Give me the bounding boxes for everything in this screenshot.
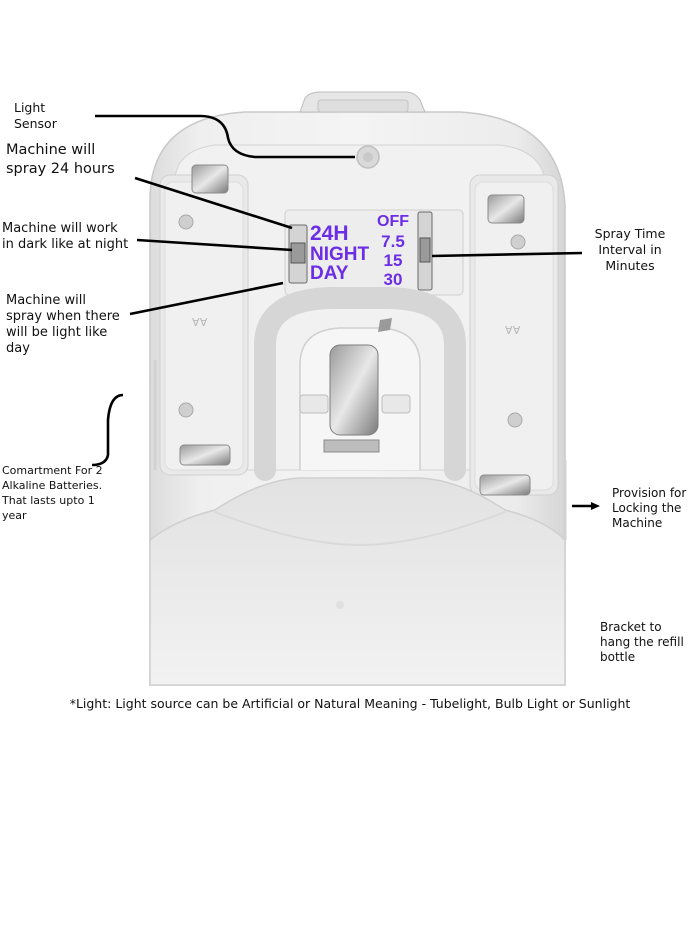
line-light-sensor (95, 114, 355, 159)
interval-off-label: OFF (377, 213, 409, 230)
callout-work-dark: Machine will work in dark like at night (2, 221, 129, 252)
footnote: *Light: Light source can be Artificial o… (69, 696, 631, 711)
interval-7-5-label: 7.5 (381, 232, 405, 251)
battery-mark-right: AA (505, 323, 521, 336)
callout-spray-24h: Machine will spray 24 hours (6, 142, 115, 177)
arrow-locking (591, 502, 600, 510)
line-spray-light (129, 281, 284, 316)
callout-locking: Provision for Locking the Machine (612, 486, 687, 530)
interval-30-label: 30 (383, 270, 403, 289)
line-battery (91, 393, 124, 467)
mode-24h-label: 24H (310, 222, 349, 245)
callout-light-sensor: Light Sensor (14, 100, 57, 131)
mode-day-label: DAY (310, 263, 349, 284)
line-spray-24h (134, 176, 293, 230)
callout-bracket: Bracket to hang the refill bottle (600, 620, 684, 664)
line-work-dark (136, 238, 293, 252)
callout-battery-compartment: Comartment For 2 Alkaline Batteries. Tha… (2, 464, 103, 522)
callout-lines (91, 114, 593, 508)
battery-mark-left: AA (192, 315, 208, 328)
mode-night-label: NIGHT (310, 244, 370, 265)
hanger-arch (254, 287, 466, 481)
refill-bracket (149, 477, 566, 686)
line-spray-interval (431, 251, 583, 258)
pump-mechanism (329, 344, 379, 436)
callout-spray-light: Machine will spray when there will be li… (6, 293, 120, 356)
interval-15-label: 15 (383, 251, 403, 270)
callout-spray-interval: Spray Time Interval in Minutes (594, 226, 666, 273)
